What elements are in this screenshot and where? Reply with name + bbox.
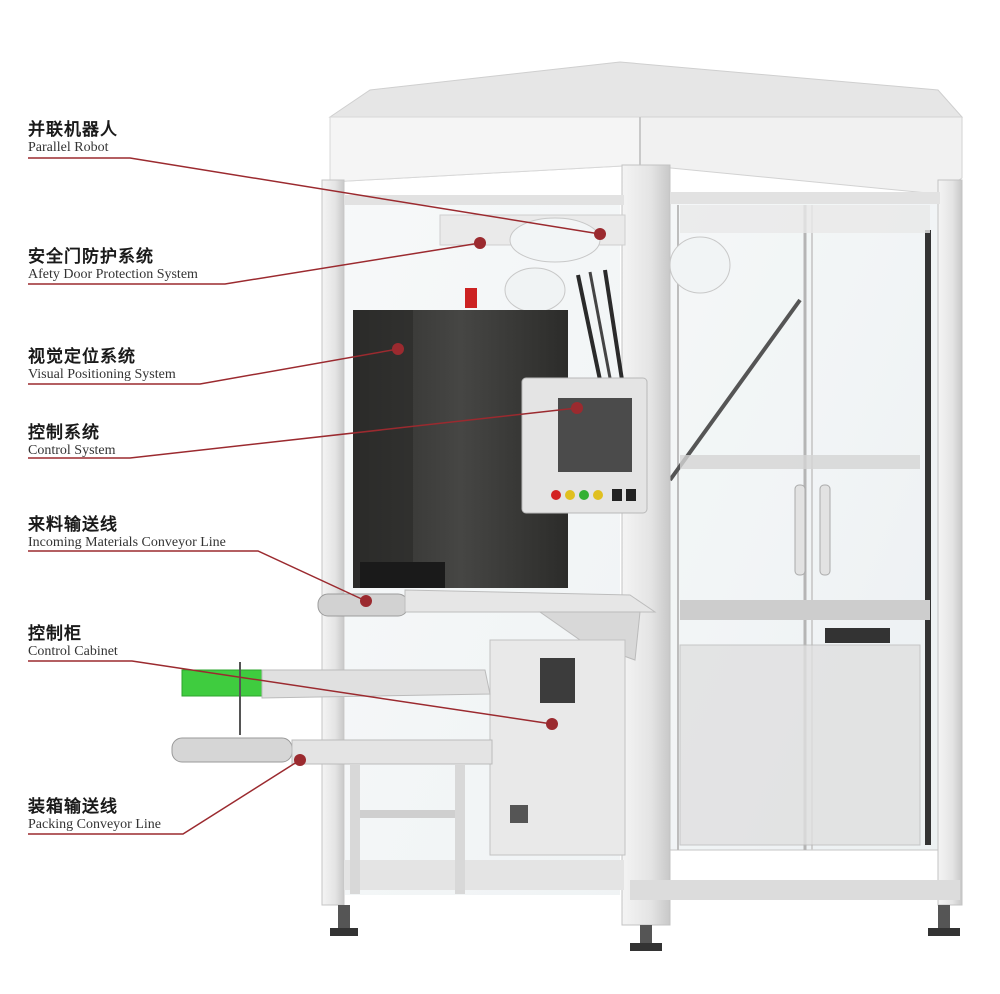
label-zh: 装箱输送线 — [28, 797, 118, 817]
label-packing-conveyor: 装箱输送线 Packing Conveyor Line — [28, 797, 161, 833]
label-en: Parallel Robot — [28, 140, 109, 155]
label-en: Control System — [28, 443, 116, 458]
label-zh: 安全门防护系统 — [28, 247, 154, 267]
leader-dot-control-system — [571, 402, 583, 414]
label-visual-positioning: 视觉定位系统 Visual Positioning System — [28, 347, 176, 383]
label-safety-door: 安全门防护系统 Afety Door Protection System — [28, 247, 198, 283]
leader-dot-safety-door — [474, 237, 486, 249]
label-en: Visual Positioning System — [28, 367, 176, 382]
machine-feet — [330, 905, 960, 951]
leader-dot-incoming-conveyor — [360, 595, 372, 607]
leader-line-control-cabinet — [28, 660, 553, 725]
label-zh: 视觉定位系统 — [28, 347, 136, 367]
glass-enclosure — [345, 194, 939, 895]
leader-line-safety-door — [28, 242, 481, 285]
leader-dot-control-cabinet — [546, 718, 558, 730]
label-zh: 控制系统 — [28, 423, 100, 443]
leader-line-incoming-conveyor — [28, 550, 367, 602]
label-incoming-conveyor: 来料输送线 Incoming Materials Conveyor Line — [28, 515, 226, 551]
leader-dot-packing-conveyor — [294, 754, 306, 766]
parallel-robot — [439, 214, 731, 381]
roof-canopy — [328, 61, 964, 195]
label-control-cabinet: 控制柜 Control Cabinet — [28, 624, 118, 660]
label-en: Packing Conveyor Line — [28, 817, 161, 832]
leader-lines — [28, 157, 606, 835]
leader-line-parallel-robot — [28, 157, 601, 235]
label-zh: 来料输送线 — [28, 515, 118, 535]
label-en: Control Cabinet — [28, 644, 118, 659]
control-panel — [521, 377, 648, 514]
packing-conveyor-machine — [171, 662, 493, 894]
leader-dot-parallel-robot — [594, 228, 606, 240]
vision-box — [353, 310, 568, 588]
label-parallel-robot: 并联机器人 Parallel Robot — [28, 120, 118, 156]
label-en: Afety Door Protection System — [28, 267, 198, 282]
label-zh: 控制柜 — [28, 624, 82, 644]
label-en: Incoming Materials Conveyor Line — [28, 535, 226, 550]
leader-line-visual-positioning — [28, 348, 399, 385]
control-cabinet-machine — [489, 639, 626, 856]
leader-line-control-system — [28, 407, 578, 459]
leader-line-packing-conveyor — [28, 759, 301, 835]
label-zh: 并联机器人 — [28, 120, 118, 140]
leader-dot-visual-positioning — [392, 343, 404, 355]
label-control-system: 控制系统 Control System — [28, 423, 116, 459]
